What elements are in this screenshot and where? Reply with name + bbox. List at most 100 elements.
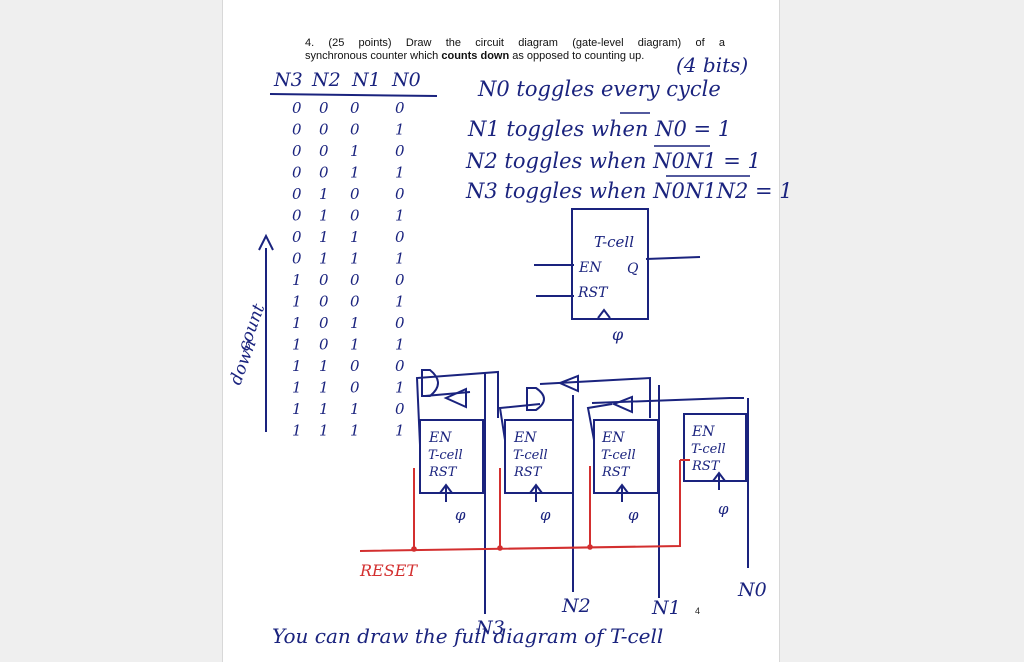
table-cell: 1 — [292, 422, 302, 440]
table-cell: 0 — [395, 271, 405, 289]
table-cell: 1 — [319, 250, 329, 268]
table-cell: 0 — [319, 142, 329, 160]
cell-2-clock-arrow — [529, 483, 543, 502]
table-cell: 0 — [319, 121, 329, 139]
table-cell: 1 — [350, 142, 360, 160]
output-label-n0: N0 — [737, 579, 767, 601]
table-cell: 1 — [319, 185, 329, 203]
question-emphasis: counts down — [441, 50, 510, 62]
table-cell: 0 — [395, 99, 405, 117]
tcell-en-label: EN — [578, 260, 602, 276]
table-cell: 1 — [350, 314, 360, 332]
cell-4-clock-arrow — [712, 471, 726, 490]
tcell-q-label: Q — [627, 261, 639, 277]
cell-1-rst-label: RST — [428, 465, 458, 480]
table-cell: 1 — [395, 422, 405, 440]
and-gate-1 — [421, 369, 439, 397]
table-cell: 1 — [292, 314, 302, 332]
table-cell: 1 — [395, 121, 405, 139]
reset-junction-1 — [411, 546, 417, 552]
page-number: 4 — [695, 606, 701, 616]
cell-2-clk-label: φ — [540, 506, 551, 524]
table-cell: 1 — [395, 164, 405, 182]
table-cell: 1 — [395, 379, 405, 397]
cell-4-title-label: T-cell — [691, 442, 726, 457]
table-cell: 0 — [350, 379, 360, 397]
cell-3-clk-label: φ — [628, 506, 639, 524]
gate-3-loop — [591, 397, 744, 404]
table-cell: 0 — [395, 400, 405, 418]
question-line-2: synchronous counter which counts down as… — [305, 50, 725, 63]
rule-n3: N3 toggles when N0N1N2 = 1 — [465, 179, 793, 203]
table-cell: 0 — [292, 185, 302, 203]
table-cell: 0 — [395, 185, 405, 203]
table-cell: 0 — [350, 293, 360, 311]
cell-3-title-label: T-cell — [601, 448, 636, 463]
table-cell: 0 — [350, 99, 360, 117]
cell-1-en-label: EN — [428, 430, 452, 446]
table-cell: 1 — [350, 164, 360, 182]
cell-4-rst-label: RST — [691, 459, 721, 474]
cell-2-title-label: T-cell — [513, 448, 548, 463]
question-line-1: 4. (25 points) Draw the circuit diagram … — [305, 37, 725, 49]
table-cell: 0 — [319, 314, 329, 332]
table-cell: 0 — [292, 99, 302, 117]
output-label-n3: N3 — [475, 617, 505, 639]
reset-junction-2 — [497, 545, 503, 551]
cell-3-clock-arrow — [615, 483, 629, 502]
reset-bus — [359, 460, 681, 552]
header-n2: N2 — [311, 69, 341, 91]
reset-junction-3 — [587, 544, 593, 550]
cell-1-clock-arrow — [439, 483, 453, 502]
cell-1-clk-label: φ — [455, 506, 466, 524]
table-cell: 0 — [292, 250, 302, 268]
table-cell: 0 — [319, 271, 329, 289]
table-cell: 1 — [319, 422, 329, 440]
and-gate-2 — [526, 387, 545, 411]
question-line-2-end: as opposed to counting up. — [509, 50, 645, 62]
table-cell: 1 — [292, 379, 302, 397]
cell-4-en-label: EN — [691, 424, 715, 440]
table-cell: 1 — [319, 207, 329, 225]
table-cell: 1 — [292, 357, 302, 375]
table-cell: 1 — [292, 400, 302, 418]
table-cell: 1 — [350, 228, 360, 246]
table-cell: 0 — [350, 121, 360, 139]
reset-label: RESET — [359, 561, 418, 580]
cell-4-clk-label: φ — [718, 500, 729, 518]
cell-2-en-label: EN — [513, 430, 537, 446]
footer-note: You can draw the full diagram of T-cell — [272, 624, 663, 648]
table-cell: 1 — [292, 293, 302, 311]
table-cell: 1 — [395, 336, 405, 354]
header-n1: N1 — [351, 69, 381, 91]
cell-3-en-label: EN — [601, 430, 625, 446]
tcell-clock-label: φ — [612, 325, 624, 344]
rule-n0: N0 toggles every cycle — [477, 77, 721, 101]
cell-4-box — [683, 413, 747, 482]
tcell-q-wire — [645, 256, 701, 260]
rule-n2: N2 toggles when N0N1 = 1 — [465, 149, 761, 173]
table-cell: 1 — [319, 379, 329, 397]
inverter-3 — [611, 395, 633, 414]
inverter-1 — [443, 387, 467, 409]
gate-wire-b — [586, 403, 613, 441]
output-label-n2: N2 — [561, 595, 591, 617]
table-cell: 0 — [395, 357, 405, 375]
table-cell: 1 — [319, 357, 329, 375]
gate-2-loop — [424, 376, 651, 418]
tcell-clock-arrow — [597, 308, 611, 319]
table-cell: 1 — [292, 271, 302, 289]
cell-2-rst-label: RST — [513, 465, 543, 480]
table-cell: 0 — [395, 228, 405, 246]
tcell-title: T-cell — [594, 233, 634, 251]
question-text: 4. (25 points) Draw the circuit diagram … — [305, 37, 725, 63]
table-cell: 0 — [319, 99, 329, 117]
header-n3: N3 — [273, 69, 303, 91]
table-cell: 0 — [319, 164, 329, 182]
rule-n1: N1 toggles when N0 = 1 — [467, 117, 731, 141]
counter-cell-labels: ENT-cellRSTφENT-cellRSTφENT-cellRSTφENT-… — [428, 424, 729, 524]
table-cell: 1 — [350, 250, 360, 268]
table-cell: 1 — [395, 250, 405, 268]
